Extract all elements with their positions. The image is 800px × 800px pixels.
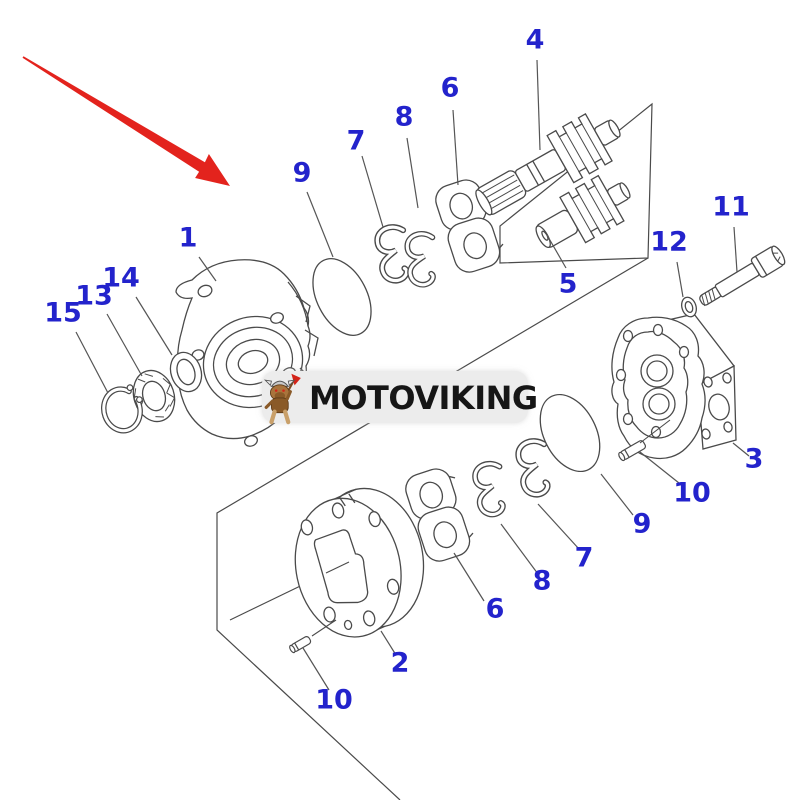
part-8-clip-bottom-drawing (473, 462, 506, 516)
part-10-pin-right-drawing (618, 440, 647, 462)
callout-10-bottom: 10 (315, 684, 353, 716)
section-plane-upper (499, 102, 653, 264)
callout-15: 15 (44, 297, 82, 329)
callout-10-right: 10 (673, 477, 711, 509)
callout-9-bottom: 9 (632, 508, 652, 540)
callout-7-bottom: 7 (574, 542, 594, 574)
part-10-pin-bottom-drawing (289, 636, 312, 654)
callout-8-bottom: 8 (532, 565, 552, 597)
callout-4: 4 (525, 24, 545, 56)
callout-9-top: 9 (292, 157, 312, 189)
viking-dog-with-axe-icon (263, 373, 301, 425)
part-15-snap-ring-drawing (99, 383, 149, 435)
callout-14: 14 (102, 262, 140, 294)
part-8-clip-top-drawing (406, 233, 435, 286)
part-2-flange-drawing (294, 487, 425, 638)
part-7-clip-bottom-drawing (517, 440, 551, 497)
red-arrow-icon (22, 56, 230, 187)
callout-7-top: 7 (346, 125, 366, 157)
callout-13: 13 (75, 280, 113, 312)
watermark-text: MOTOVIKING (309, 379, 538, 417)
callout-6-bottom: 6 (485, 593, 505, 625)
callout-8-top: 8 (394, 101, 414, 133)
part-12-washer-drawing (681, 296, 697, 318)
callout-6-top: 6 (440, 72, 460, 104)
part-13-bearing-drawing (132, 369, 176, 423)
callout-12: 12 (650, 226, 688, 258)
part-9-gasket-bottom-drawing (539, 393, 601, 473)
part-3-housing-drawing (611, 313, 737, 460)
part-6-plate-bottom-drawing (405, 468, 474, 562)
part-11-bolt-drawing (699, 245, 786, 307)
callout-2: 2 (390, 647, 410, 679)
leader-lines (75, 59, 750, 691)
part-5-gear-drawing (535, 174, 631, 249)
part-4-gear-shaft-drawing (475, 113, 621, 216)
callout-11: 11 (712, 191, 750, 223)
callout-3: 3 (744, 443, 764, 475)
pin-alignment-lines (311, 419, 671, 637)
callout-1: 1 (178, 222, 198, 254)
part-14-washer-drawing (169, 351, 203, 393)
callout-5: 5 (558, 268, 578, 300)
part-7-clip-top-drawing (376, 226, 410, 283)
part-9-gasket-top-drawing (312, 258, 372, 336)
watermark-banner: MOTOVIKING (262, 371, 538, 425)
